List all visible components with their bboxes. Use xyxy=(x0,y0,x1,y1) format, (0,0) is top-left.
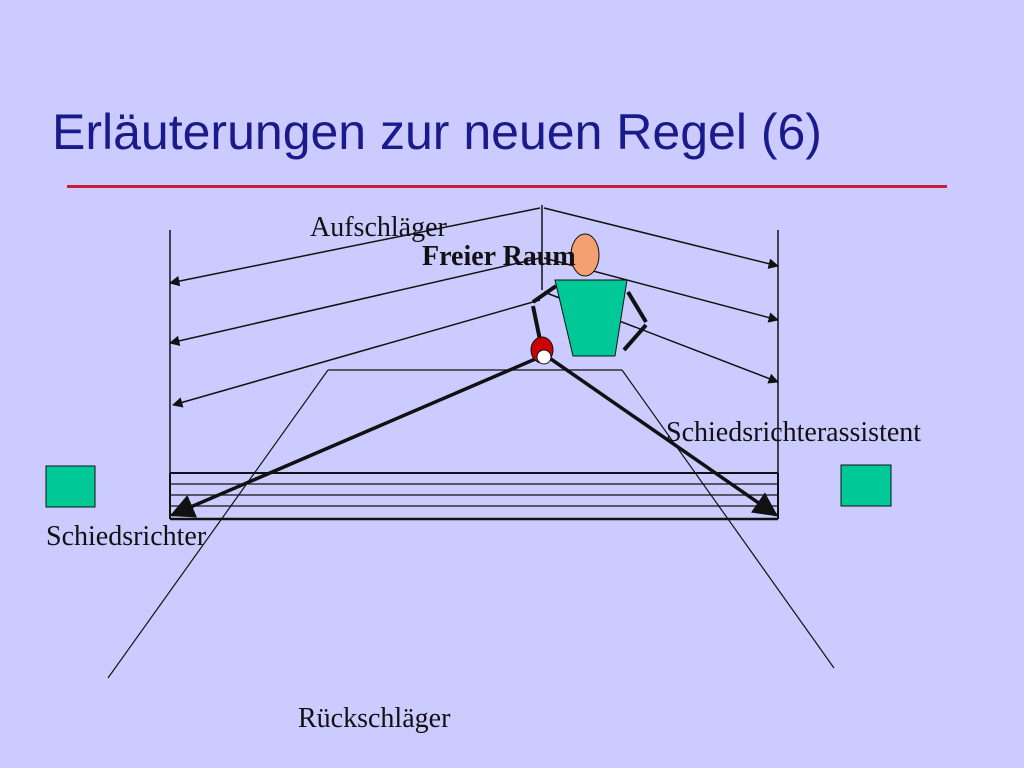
shuttlecock-icon xyxy=(536,349,552,365)
server-left-upper-arm xyxy=(531,284,558,304)
sight-line-left-2 xyxy=(168,257,541,347)
assistant-umpire-label: Schiedsrichterassistent xyxy=(666,417,922,448)
umpire-marker xyxy=(45,465,96,508)
slide-title: Erläuterungen zur neuen Regel (6) xyxy=(52,104,822,160)
server-body xyxy=(554,279,628,357)
court-left-sideline xyxy=(107,369,329,679)
sight-line-left-1 xyxy=(168,207,541,287)
assistant-umpire-marker xyxy=(840,464,892,507)
server-left-lower-arm xyxy=(531,305,542,341)
umpire-label: Schiedsrichter xyxy=(46,521,207,552)
server-right-upper-arm xyxy=(626,290,648,324)
server-head xyxy=(570,233,600,277)
server-figure xyxy=(530,233,648,365)
net xyxy=(169,472,779,521)
serve-path-left xyxy=(169,355,541,518)
sight-line-left-3 xyxy=(171,299,541,408)
server-right-lower-arm xyxy=(622,323,648,352)
title-underline xyxy=(67,185,947,188)
sight-line-right-1 xyxy=(543,207,780,269)
receiver-label: Rückschläger xyxy=(298,703,451,734)
free-space-label: Freier Raum xyxy=(422,241,576,272)
server-label: Aufschläger xyxy=(310,212,447,243)
serve-path-right xyxy=(547,355,779,517)
